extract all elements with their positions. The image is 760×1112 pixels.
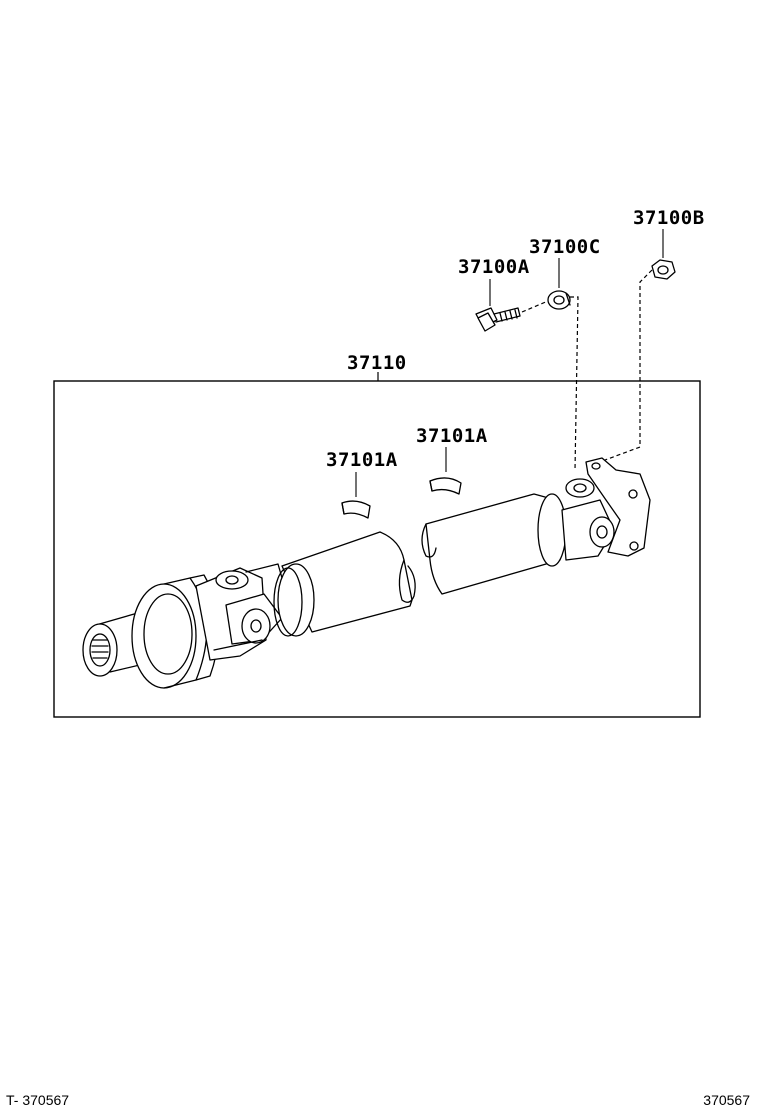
label-weight-left: 37101A bbox=[326, 449, 398, 471]
label-washer: 37100C bbox=[529, 236, 601, 258]
bolt-icon bbox=[475, 307, 521, 332]
footer-right-code: 370567 bbox=[703, 1092, 750, 1108]
label-bolt: 37100A bbox=[458, 256, 530, 278]
front-universal-joint-icon bbox=[195, 563, 291, 661]
nut-icon bbox=[651, 259, 676, 280]
balance-weight-left-icon bbox=[341, 500, 371, 519]
label-weight-right: 37101A bbox=[416, 425, 488, 447]
label-nut: 37100B bbox=[633, 207, 705, 229]
assembly-frame bbox=[53, 380, 701, 718]
rear-shaft-tube-icon bbox=[421, 493, 567, 595]
washer-icon bbox=[547, 290, 571, 310]
footer-left-code: T- 370567 bbox=[6, 1092, 70, 1108]
label-assembly: 37110 bbox=[347, 352, 407, 374]
rear-universal-joint-icon bbox=[561, 478, 615, 561]
balance-weight-right-icon bbox=[429, 477, 462, 495]
front-shaft-tube-icon bbox=[273, 531, 416, 637]
rear-flange-yoke-icon bbox=[585, 457, 651, 557]
